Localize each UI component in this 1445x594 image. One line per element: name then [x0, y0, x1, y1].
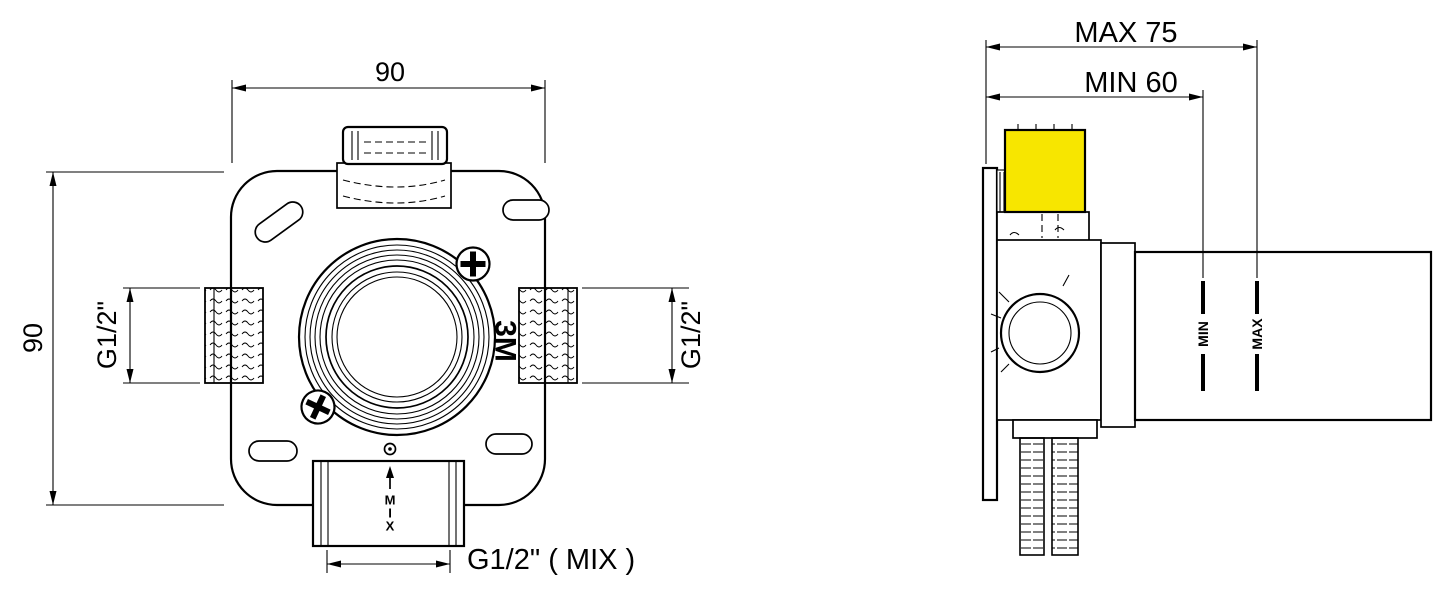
mounting-slot-bottom-left — [248, 440, 298, 462]
arrowhead — [126, 369, 134, 383]
arrowhead — [49, 172, 57, 186]
bottom-port-body — [311, 459, 466, 548]
side-port-inner-circle — [1008, 301, 1072, 365]
cartridge-ring — [336, 276, 458, 398]
screw-bottom-left — [300, 389, 336, 425]
screw-top-right — [455, 246, 491, 282]
mounting-slot-top-right — [502, 199, 550, 221]
min-depth-marker: MIN — [1195, 281, 1211, 391]
cartridge-ring — [319, 259, 475, 415]
cartridge-ring — [309, 249, 485, 425]
hidden-line — [342, 179, 446, 188]
arrowhead — [986, 93, 1000, 101]
arrowhead — [986, 43, 1000, 51]
mounting-slot-top-left — [254, 201, 304, 243]
bottom-mix-outlet — [311, 459, 466, 548]
body-lower — [1012, 419, 1098, 556]
body-marking-label: 3M — [489, 320, 522, 362]
arrowhead — [668, 369, 676, 383]
screw-cross-icon — [460, 251, 486, 277]
pilot-hole-center — [388, 447, 392, 451]
dim-height-90: 90 — [18, 171, 224, 506]
left-port-body — [204, 287, 264, 384]
mix-letter: M — [385, 493, 396, 508]
min-marker-label: MIN — [1195, 321, 1211, 347]
right-port-body — [518, 287, 578, 384]
extension-pipe — [1133, 250, 1433, 422]
width-dim-label: 90 — [375, 57, 405, 87]
min-depth-dim-label: MIN 60 — [1084, 67, 1177, 99]
dim-bottom-mix: G1/2" ( MIX ) — [326, 544, 635, 576]
dim-left-port: G1/2" — [92, 287, 200, 384]
mounting-slot-bottom-right — [485, 433, 533, 455]
max-marker-label: MAX — [1249, 318, 1265, 350]
hidden-line — [342, 195, 446, 204]
mix-flow-indicator: M I X — [383, 442, 397, 534]
bottom-port-dim-label: G1/2" ( MIX ) — [467, 544, 635, 576]
cartridge-ring — [297, 237, 497, 437]
threaded-rod — [1051, 437, 1079, 556]
cartridge-ring — [331, 271, 463, 403]
right-inlet-port — [518, 287, 578, 384]
top-outlet-port — [336, 125, 452, 209]
arrowhead — [1243, 43, 1257, 51]
side-view: MIN MAX MAX 75 MIN 60 — [981, 17, 1433, 556]
arrowhead — [436, 560, 450, 568]
arrowhead — [232, 84, 246, 92]
dim-width-90: 90 — [231, 57, 546, 163]
wall-flange-side — [981, 166, 999, 502]
left-inlet-port — [204, 287, 264, 384]
right-port-dim-label: G1/2" — [676, 301, 706, 369]
height-dim-label: 90 — [18, 323, 48, 353]
max-depth-marker: MAX — [1249, 281, 1265, 391]
protection-cap-highlight — [1003, 128, 1087, 214]
max-depth-dim-label: MAX 75 — [1074, 17, 1177, 49]
body-step — [1100, 242, 1136, 428]
arrowhead — [531, 84, 545, 92]
arrowhead — [49, 491, 57, 505]
casting-marks — [990, 274, 1070, 373]
protection-cap — [1003, 124, 1087, 214]
arrowhead — [668, 288, 676, 302]
cartridge-ring — [304, 244, 490, 430]
up-arrow-icon — [386, 466, 394, 478]
screw-cross-icon — [305, 394, 331, 420]
arrowhead — [1189, 93, 1203, 101]
dim-max-75: MAX 75 — [985, 17, 1258, 278]
arrowhead — [126, 288, 134, 302]
cartridge-ring — [325, 265, 469, 409]
side-port-circle — [999, 292, 1081, 374]
cartridge-ring — [314, 254, 480, 420]
top-port-boss — [336, 162, 452, 209]
mix-letter: I — [388, 506, 392, 521]
front-view: M I X 3M 90 90 G1/2" — [18, 57, 706, 576]
threaded-rod — [1019, 437, 1045, 556]
cartridge-face — [297, 237, 497, 437]
dim-min-60: MIN 60 — [986, 67, 1204, 278]
dim-right-port: G1/2" — [582, 287, 706, 384]
left-port-dim-label: G1/2" — [92, 301, 122, 369]
top-port-cap — [341, 125, 449, 166]
mix-letter: X — [386, 519, 395, 534]
lower-collar — [1012, 419, 1098, 439]
arrowhead — [327, 560, 341, 568]
